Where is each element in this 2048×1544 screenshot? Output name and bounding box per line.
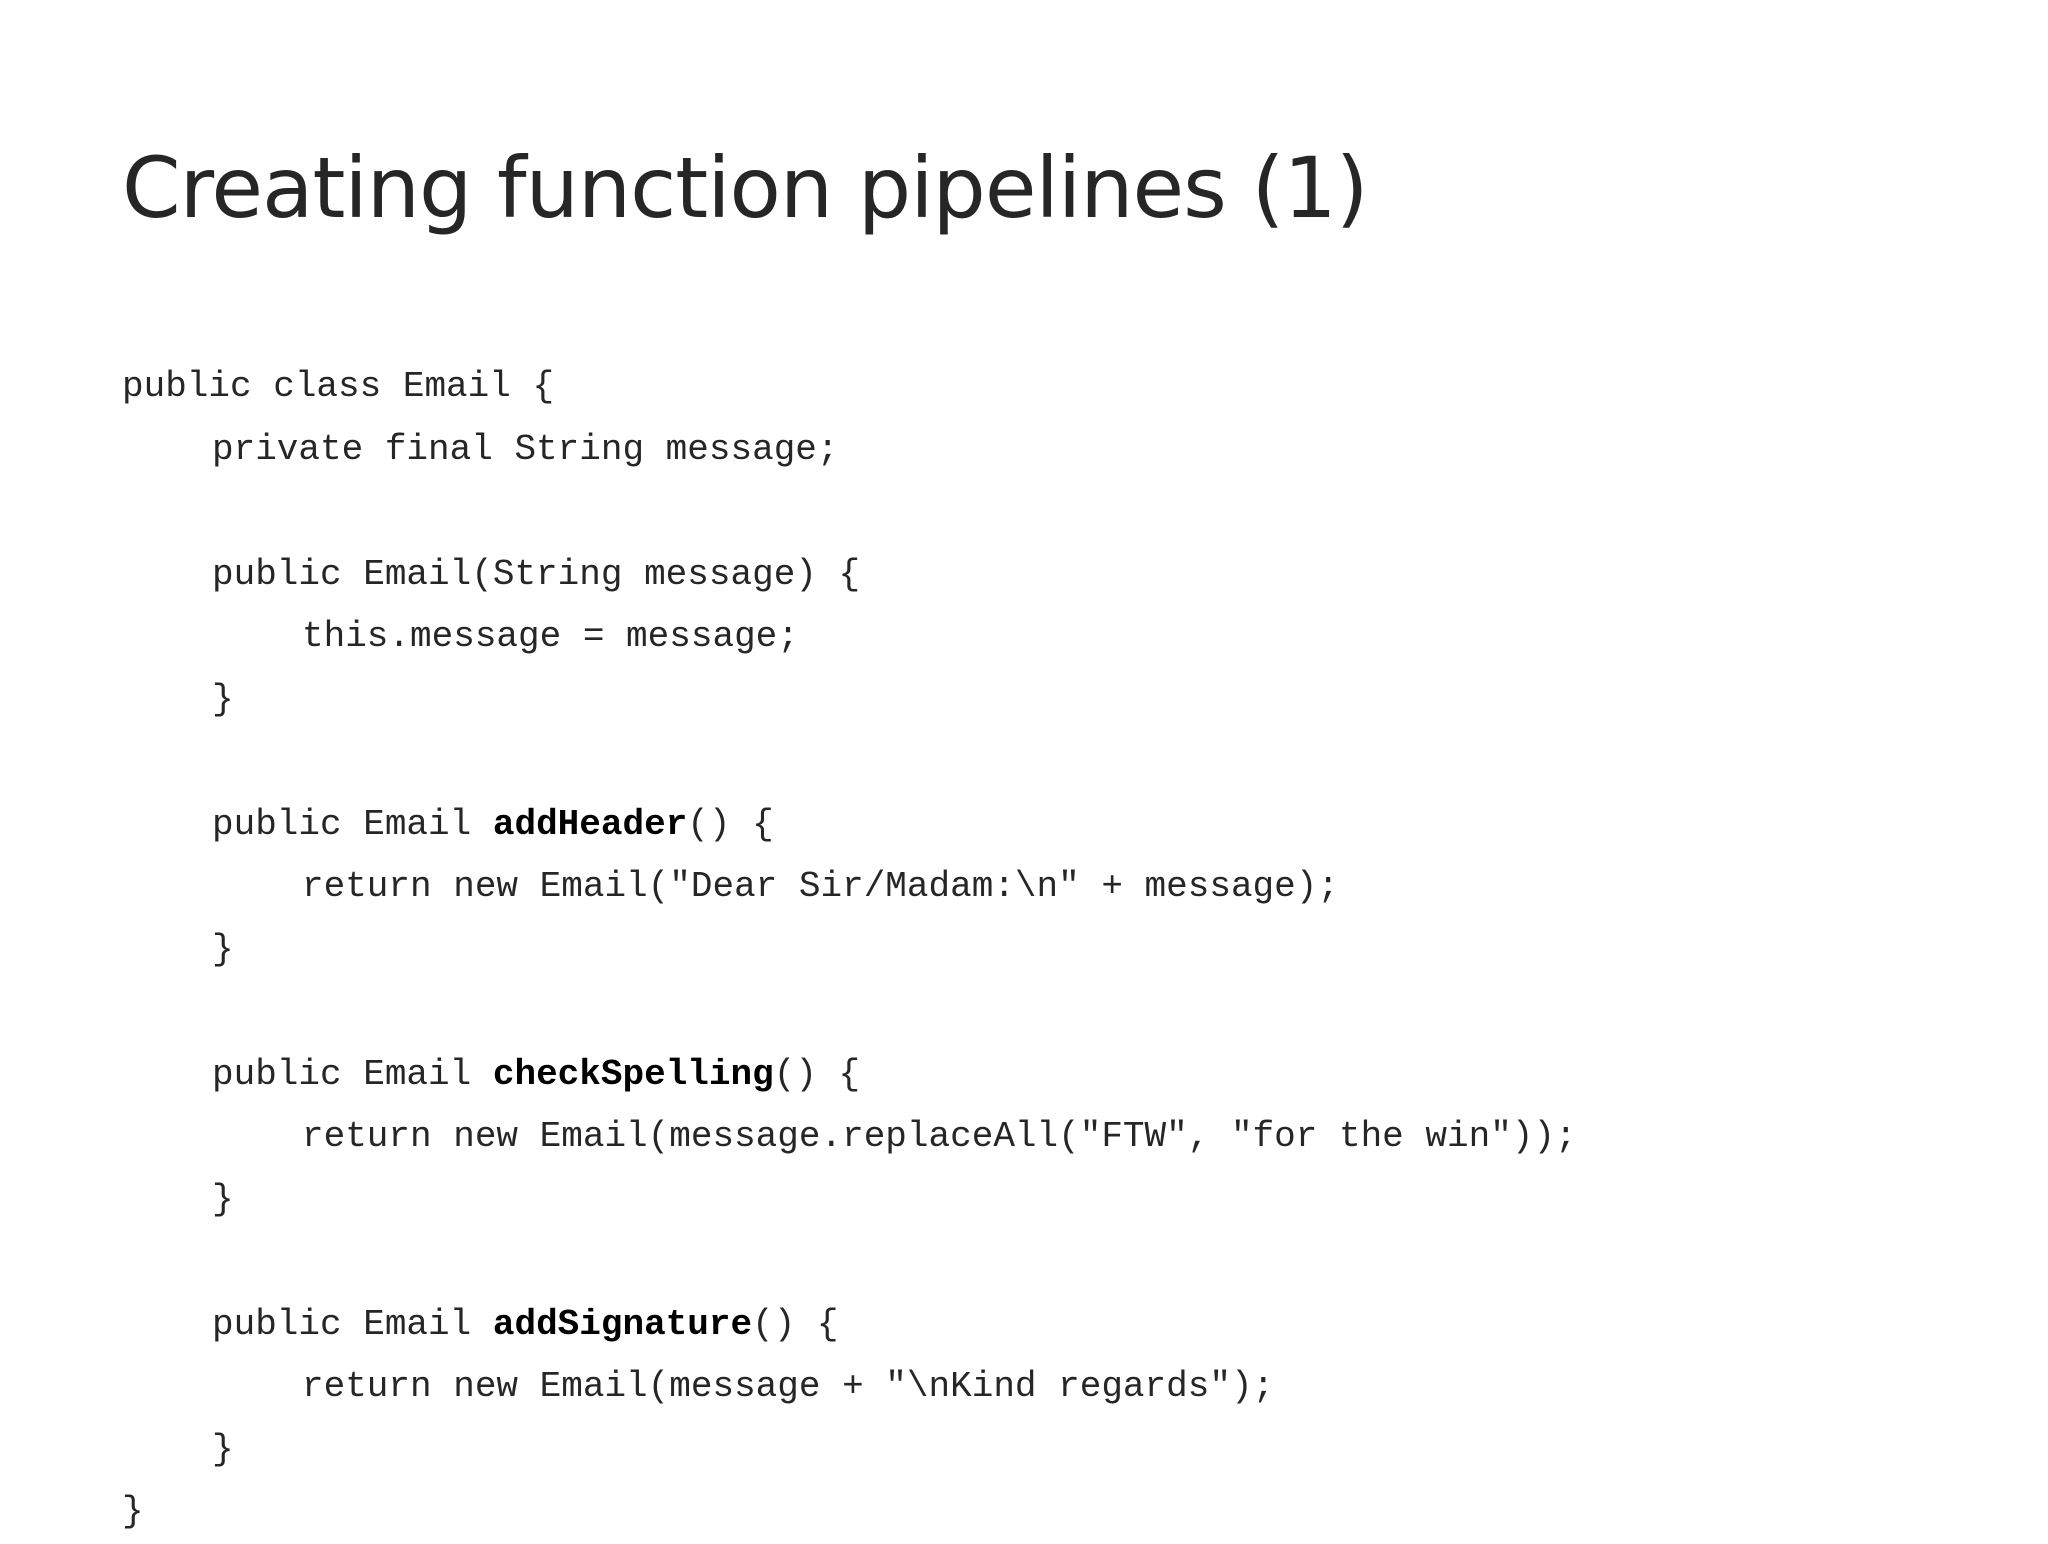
code-line-constructor-signature: public Email(String message) { xyxy=(122,544,1577,607)
code-line-class-declaration: public class Email { xyxy=(122,356,1577,419)
code-text: public Email(String message) { xyxy=(212,553,861,595)
method-suffix: () { xyxy=(687,803,774,845)
code-text: } xyxy=(122,1491,144,1532)
method-name-add-header: addHeader xyxy=(492,803,688,845)
code-text: } xyxy=(212,1428,234,1470)
code-line-constructor-close: } xyxy=(122,669,1577,732)
slide-title: Creating function pipelines (1) xyxy=(122,139,1369,237)
code-text: } xyxy=(212,678,234,720)
method-name-check-spelling: checkSpelling xyxy=(492,1053,774,1095)
code-text: public class Email { xyxy=(122,366,555,407)
code-text: return new Email("Dear Sir/Madam:\n" + m… xyxy=(302,866,1339,907)
method-prefix: public Email xyxy=(212,1053,493,1095)
code-line-add-header-body: return new Email("Dear Sir/Madam:\n" + m… xyxy=(122,856,1577,919)
code-line-method-add-signature: public Email addSignature() { xyxy=(122,1294,1577,1357)
code-line-class-close: } xyxy=(122,1481,1577,1544)
code-line-add-signature-close: } xyxy=(122,1419,1577,1482)
code-line-blank xyxy=(122,981,1577,1044)
method-prefix: public Email xyxy=(212,1303,493,1345)
method-suffix: () { xyxy=(752,1303,839,1345)
code-line-add-header-close: } xyxy=(122,919,1577,982)
code-line-blank xyxy=(122,481,1577,544)
method-suffix: () { xyxy=(773,1053,861,1095)
code-text: } xyxy=(212,1178,234,1220)
code-text: } xyxy=(212,928,234,970)
method-prefix: public Email xyxy=(212,803,493,845)
code-line-field-declaration: private final String message; xyxy=(122,419,1577,482)
code-line-check-spelling-body: return new Email(message.replaceAll("FTW… xyxy=(122,1106,1577,1169)
code-block: public class Email { private final Strin… xyxy=(122,356,1577,1544)
code-line-method-check-spelling: public Email checkSpelling() { xyxy=(122,1044,1577,1107)
code-line-constructor-body: this.message = message; xyxy=(122,606,1577,669)
code-line-blank xyxy=(122,1231,1577,1294)
code-line-method-add-header: public Email addHeader() { xyxy=(122,794,1577,857)
code-line-blank xyxy=(122,731,1577,794)
code-line-check-spelling-close: } xyxy=(122,1169,1577,1232)
code-text: private final String message; xyxy=(212,428,839,470)
code-text: return new Email(message.replaceAll("FTW… xyxy=(302,1116,1577,1157)
code-line-add-signature-body: return new Email(message + "\nKind regar… xyxy=(122,1356,1577,1419)
method-name-add-signature: addSignature xyxy=(492,1303,753,1345)
code-text: return new Email(message + "\nKind regar… xyxy=(302,1366,1275,1407)
code-text: this.message = message; xyxy=(302,616,799,657)
